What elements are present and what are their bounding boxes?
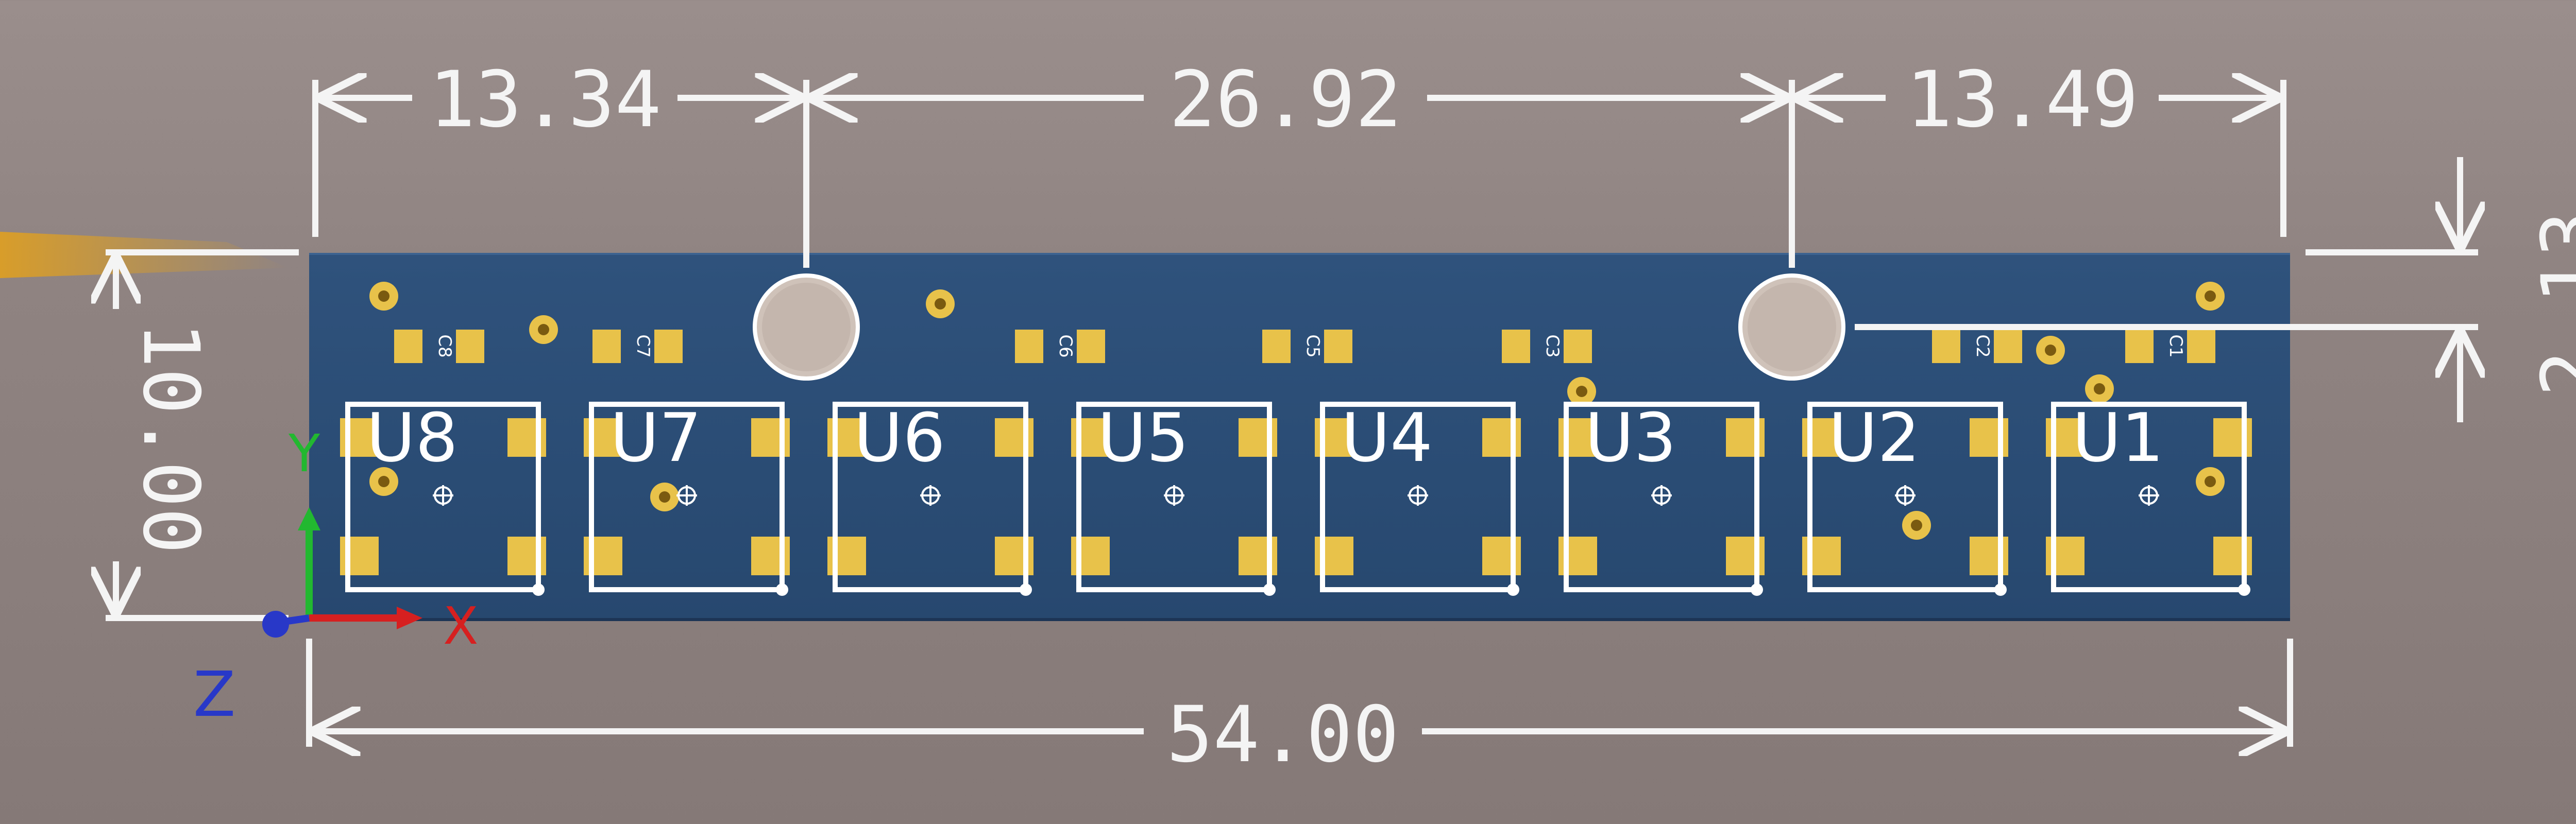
axis-gizmo[interactable]: X Y Z — [193, 423, 479, 731]
capacitor-footprint[interactable]: C3 — [1502, 330, 1592, 363]
via-drill — [2205, 290, 2216, 302]
component-label: U3 — [1585, 399, 1676, 477]
pin1-marker-icon — [1994, 583, 2007, 596]
dimension-annotations — [106, 80, 2478, 747]
solder-pad — [1564, 330, 1592, 363]
via-drill — [935, 298, 946, 310]
capacitor-footprint[interactable]: C6 — [1015, 330, 1105, 363]
component-label: U8 — [366, 399, 458, 477]
solder-pad — [394, 330, 422, 363]
capacitor-label: C5 — [1302, 334, 1323, 357]
capacitor-footprint[interactable]: C8 — [394, 330, 484, 363]
pin1-marker-icon — [1507, 583, 1519, 596]
via-drill — [1576, 386, 1587, 397]
mounting-hole-right-inner — [1748, 283, 1836, 371]
component-label: U5 — [1097, 399, 1189, 477]
dim-label-left-hole-offset: 13.34 — [429, 55, 662, 145]
capacitor-footprint[interactable]: C7 — [592, 330, 683, 363]
silkscreen-outline — [1320, 402, 1516, 592]
component-label: U2 — [1828, 399, 1920, 477]
component-footprint[interactable]: U6 — [827, 399, 1033, 596]
dim-label-board-width: 54.00 — [1166, 690, 1399, 780]
component-footprint[interactable]: U3 — [1558, 399, 1765, 596]
pin1-marker-icon — [776, 583, 788, 596]
component-label: U4 — [1341, 399, 1433, 477]
silkscreen-outline — [1076, 402, 1272, 592]
y-axis-arrowhead-icon — [298, 507, 320, 530]
solder-pad — [1262, 330, 1291, 363]
component-footprint[interactable]: U4 — [1315, 399, 1521, 596]
silkscreen-outline — [589, 402, 785, 592]
dim-label-hole-spacing: 26.92 — [1169, 55, 1402, 145]
pcb-board[interactable] — [309, 253, 2290, 621]
component-footprint[interactable]: U8 — [340, 399, 546, 596]
x-axis-label: X — [443, 596, 479, 656]
solder-pad — [654, 330, 683, 363]
capacitor-footprint[interactable]: C5 — [1262, 330, 1352, 363]
solder-pad — [1324, 330, 1352, 363]
via-drill — [659, 491, 670, 503]
board-substrate — [309, 253, 2290, 620]
capacitor-group: C8 C7 C6 C5 C3 C2 C1 — [394, 330, 2215, 363]
component-footprint[interactable]: U5 — [1071, 399, 1277, 596]
pin1-marker-icon — [1020, 583, 1032, 596]
component-label: U7 — [610, 399, 702, 477]
capacitor-label: C7 — [633, 334, 653, 357]
component-footprint[interactable]: U2 — [1802, 399, 2008, 596]
solder-pad — [2125, 330, 2154, 363]
silkscreen-outline — [1807, 402, 2003, 592]
capacitor-label: C8 — [434, 334, 455, 357]
pin1-marker-icon — [532, 583, 545, 596]
solder-pad — [1502, 330, 1530, 363]
silkscreen-outline — [2051, 402, 2247, 592]
capacitor-footprint[interactable]: C2 — [1932, 330, 2022, 363]
solder-pad — [1015, 330, 1043, 363]
solder-pad — [592, 330, 621, 363]
mounting-holes — [753, 273, 1845, 381]
solder-pad — [1994, 330, 2022, 363]
silkscreen-outline — [345, 402, 541, 592]
solder-pad — [456, 330, 484, 363]
via-drill — [2094, 383, 2105, 394]
z-axis-line — [280, 614, 310, 626]
solder-pad — [1077, 330, 1105, 363]
dim-label-board-height: 10.00 — [126, 321, 215, 554]
via-drill — [378, 290, 389, 302]
component-group: U8 U7 U6 U5 U4 U3 U2 U1 — [340, 399, 2252, 596]
silkscreen-outline — [1564, 402, 1759, 592]
mounting-hole-left-inner — [762, 283, 851, 371]
solder-pad — [2187, 330, 2215, 363]
component-label: U6 — [854, 399, 945, 477]
dim-label-right-hole-offset: 13.49 — [1906, 55, 2139, 145]
component-footprint[interactable]: U7 — [584, 399, 790, 596]
y-axis-label: Y — [288, 423, 320, 484]
dim-label-hole-vertical-offset: 2.13 — [2526, 211, 2576, 397]
via-group — [369, 282, 2225, 540]
via-drill — [2045, 345, 2056, 356]
capacitor-label: C2 — [1972, 334, 1993, 357]
x-axis-arrowhead-icon — [397, 607, 422, 629]
capacitor-label: C1 — [2165, 334, 2186, 357]
component-footprint[interactable]: U1 — [2046, 399, 2252, 596]
via-drill — [2205, 476, 2216, 487]
z-axis-icon — [262, 611, 289, 638]
pin1-marker-icon — [1263, 583, 1276, 596]
component-label: U1 — [2072, 399, 2164, 477]
pin1-marker-icon — [2238, 583, 2250, 596]
z-axis-label: Z — [193, 659, 235, 731]
via-drill — [1911, 520, 1922, 531]
silkscreen-outline — [833, 402, 1028, 592]
capacitor-label: C3 — [1542, 334, 1563, 357]
solder-pad — [1932, 330, 1960, 363]
via-drill — [538, 324, 549, 335]
pin1-marker-icon — [1751, 583, 1763, 596]
via-drill — [378, 476, 389, 487]
capacitor-label: C6 — [1055, 334, 1076, 357]
capacitor-footprint[interactable]: C1 — [2125, 330, 2215, 363]
